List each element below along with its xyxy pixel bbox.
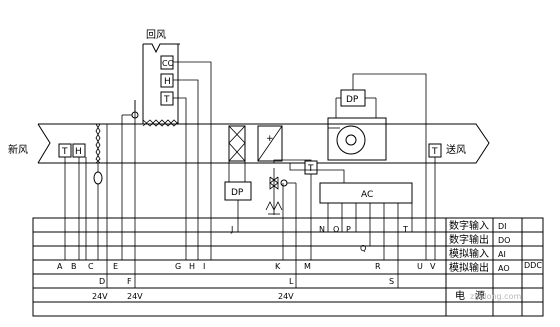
filter-dp-label: DP bbox=[231, 188, 244, 198]
row-ai-code: AI bbox=[498, 250, 506, 259]
fresh-temp-sensor: T bbox=[61, 147, 68, 157]
fresh-humidity-sensor: H bbox=[75, 147, 82, 157]
point-L: L bbox=[289, 277, 294, 286]
return-air-sensors: CO H T bbox=[160, 55, 212, 260]
coil-t-label: T bbox=[307, 164, 314, 174]
fresh-air-label: 新风 bbox=[8, 143, 28, 156]
fresh-air-sensors: T H bbox=[58, 143, 86, 260]
supply-fan bbox=[327, 117, 387, 161]
point-B: B bbox=[71, 262, 77, 271]
supply-temp-sensor: T bbox=[428, 143, 442, 260]
ddc-label: DDC bbox=[524, 261, 542, 270]
point-C: C bbox=[88, 262, 94, 271]
point-H: H bbox=[189, 262, 195, 271]
power-24v-3: 24V bbox=[278, 292, 294, 301]
signal-lines bbox=[85, 100, 427, 288]
return-air-label: 回风 bbox=[146, 29, 166, 41]
point-E: E bbox=[113, 262, 118, 271]
filter-dp-switch: DP bbox=[224, 161, 252, 230]
point-I: I bbox=[203, 262, 205, 271]
point-R: R bbox=[375, 262, 381, 271]
row-ao-code: AO bbox=[498, 264, 510, 273]
return-humidity-sensor: H bbox=[164, 77, 171, 87]
point-P: P bbox=[346, 225, 351, 234]
row-do-code: DO bbox=[498, 236, 510, 245]
point-A: A bbox=[57, 262, 63, 271]
fan-dp-label: DP bbox=[346, 95, 359, 105]
ac-label: AC bbox=[361, 190, 373, 200]
fan-dp-switch: DP bbox=[335, 73, 427, 225]
point-F: F bbox=[127, 277, 132, 286]
io-table: 数字输入 DI 数字输出 DO 模拟输入 AI 模拟输出 AO 电 源 DDC bbox=[32, 217, 544, 317]
point-N: N bbox=[319, 225, 325, 234]
return-temp-sensor: T bbox=[163, 95, 170, 105]
row-di-code: DI bbox=[498, 222, 507, 231]
point-G: G bbox=[175, 262, 181, 271]
coil: + bbox=[257, 125, 283, 162]
row-do-name: 数字输出 bbox=[449, 233, 489, 246]
point-labels: A B C D E F G H I J K L M N O P Q R S T … bbox=[57, 225, 436, 286]
watermark: zhulong.com bbox=[470, 292, 521, 301]
point-D: D bbox=[99, 277, 105, 286]
co-sensor: CO bbox=[162, 59, 174, 68]
point-T: T bbox=[402, 225, 408, 234]
supply-air-label: 送风 bbox=[446, 143, 466, 156]
filter bbox=[228, 125, 246, 162]
point-J: J bbox=[230, 225, 233, 234]
point-S: S bbox=[389, 277, 394, 286]
row-ao-name: 模拟输出 bbox=[449, 261, 489, 274]
power-24v-2: 24V bbox=[127, 292, 143, 301]
point-K: K bbox=[275, 262, 281, 271]
point-M: M bbox=[304, 262, 311, 271]
air-duct bbox=[37, 123, 490, 164]
ac-controller: AC bbox=[289, 163, 413, 288]
point-O: O bbox=[333, 225, 339, 234]
point-Q: Q bbox=[360, 244, 366, 253]
row-ai-name: 模拟输入 bbox=[449, 247, 489, 260]
coil-plus-label: + bbox=[266, 134, 274, 144]
point-V: V bbox=[430, 262, 436, 271]
row-power-name: 电 源 bbox=[455, 289, 485, 302]
fresh-damper bbox=[93, 123, 103, 260]
row-di-name: 数字输入 bbox=[449, 219, 489, 232]
power-24v-1: 24V bbox=[92, 292, 108, 301]
coil-control: T bbox=[265, 159, 318, 260]
point-U: U bbox=[417, 262, 423, 271]
return-air-duct bbox=[142, 43, 180, 124]
supply-t-label: T bbox=[431, 147, 438, 157]
